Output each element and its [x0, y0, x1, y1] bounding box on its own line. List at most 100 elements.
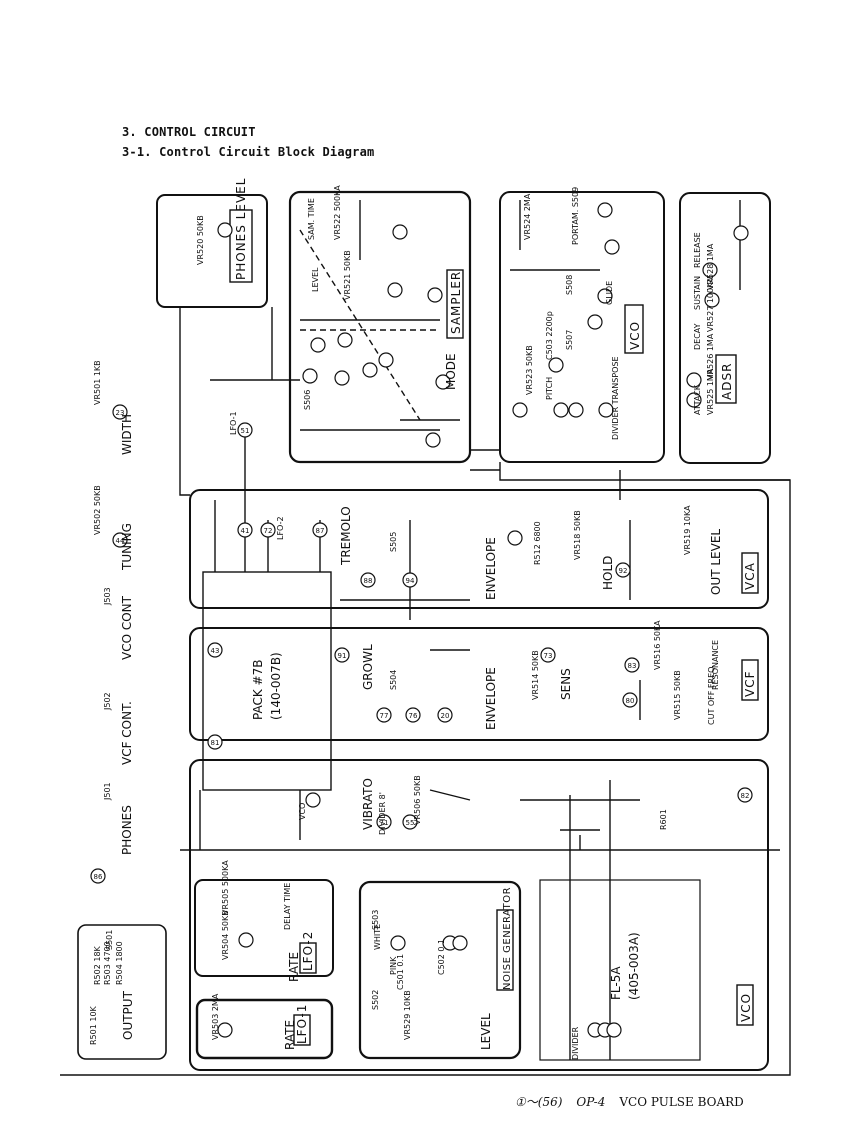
output-box: [77, 924, 167, 1060]
fl5a-block: [539, 879, 701, 1061]
vr525-label: VR525 1MA: [706, 368, 715, 415]
node-label: 94: [406, 577, 415, 585]
lfo1-rate-label: RATE: [283, 1020, 297, 1050]
r503-label: R503 4700: [103, 941, 112, 985]
noise-generator-label: NOISE GENERATOR: [502, 887, 513, 990]
vr520-label: VR520 50KB: [196, 215, 205, 265]
node-label: 81: [211, 739, 220, 747]
fl5a-part-label: (405-003A): [627, 932, 641, 1000]
divider-transpose-label: DIVIDER TRANSPOSE: [611, 356, 620, 440]
c503-label: C503 2200p: [545, 311, 554, 360]
divider8-label: DIVIDER 8': [378, 792, 387, 835]
pitch-label: PITCH: [545, 377, 554, 400]
tremolo-label: TREMOLO: [339, 506, 353, 566]
phones-label: PHONES: [120, 805, 134, 855]
phones-level-label: PHONES LEVEL: [234, 178, 248, 280]
vibrato-label: VIBRATO: [361, 778, 375, 830]
vr519-label: VR519 10KA: [683, 505, 692, 555]
node-range: ①～(56): [515, 1095, 563, 1109]
cutoff-label: CUT OFF FREQ: [707, 667, 716, 725]
vr506-label: VR506 50KB: [413, 775, 422, 825]
mode-label: MODE: [444, 353, 458, 390]
node-label: 73: [544, 652, 553, 660]
white-label: WHITE: [373, 924, 382, 950]
vr502-label: VR502 50KB: [93, 485, 102, 535]
portam-label: PORTAM. S509: [571, 187, 580, 245]
vco-bottom-label: VCO: [739, 993, 753, 1022]
adsr-box: [679, 192, 771, 464]
vr515-label: VR515 50KB: [673, 670, 682, 720]
growl-label: GROWL: [361, 644, 375, 690]
sens-label: SENS: [559, 668, 573, 700]
pink-label: PINK: [389, 956, 398, 975]
j503-label: J503: [103, 587, 112, 606]
j502-label: J502: [103, 692, 112, 711]
sampler-box: [288, 190, 472, 464]
vco-out-label: VCO: [298, 803, 307, 820]
vr527-label: VR527 100KA: [706, 277, 715, 332]
vr514-label: VR514 50KB: [531, 650, 540, 700]
fl5a-label: FL-5A: [609, 966, 623, 1000]
node-label: 44: [116, 537, 125, 545]
sustain-label: SUSTAIN: [693, 276, 702, 310]
s505-label: S505: [389, 532, 398, 552]
sampler-level-label: LEVEL: [311, 267, 320, 292]
release-label: RELEASE: [693, 232, 702, 268]
vr529-label: VR529 10KB: [403, 990, 412, 1040]
pack-label: PACK #7B: [251, 660, 265, 720]
pack-block: [202, 571, 332, 791]
s508-label: S508: [565, 275, 574, 295]
node-label: 76: [409, 712, 418, 720]
node-label: 86: [94, 873, 103, 881]
j501-label: J501: [103, 782, 112, 801]
board-id: OP-4: [576, 1095, 606, 1109]
vr503-label: VR503 2MA: [211, 993, 220, 1040]
s506-label: S506: [303, 390, 312, 410]
lfo2-box: [194, 879, 334, 977]
node-label: 87: [316, 527, 325, 535]
node-label: 51: [241, 427, 250, 435]
envelope-vca-label: ENVELOPE: [484, 537, 498, 600]
s502-label: S502: [371, 990, 380, 1010]
vr501-label: VR501 1KB: [93, 360, 102, 405]
lfo1-out-label: LFO-1: [229, 411, 238, 435]
attack-label: ATTACK: [693, 384, 702, 415]
vr526-label: VR526 1MA: [706, 333, 715, 380]
vr522-label: VR522 500KA: [333, 185, 342, 240]
delay-time-label: DELAY TIME: [283, 883, 292, 930]
section-title: 3. CONTROL CIRCUIT: [122, 125, 256, 139]
lfo2-rate-label: RATE: [287, 952, 301, 982]
diagram-title: 3-1. Control Circuit Block Diagram: [122, 145, 375, 159]
vr518-label: VR518 50KB: [573, 510, 582, 560]
output-label: OUTPUT: [121, 990, 135, 1040]
node-label: 92: [619, 567, 628, 575]
vca-section: [189, 489, 769, 609]
r502-label: R502 18K: [93, 945, 102, 985]
vco-top-box: [499, 191, 665, 463]
node-label: 88: [364, 577, 373, 585]
noise-box: [358, 880, 522, 1060]
vco-top-label: VCO: [628, 321, 642, 350]
vcf-cont-label: VCF CONT.: [120, 701, 134, 765]
node-label: 41: [241, 527, 250, 535]
s501-label: S501: [105, 930, 114, 950]
s504-label: S504: [389, 670, 398, 690]
s503-label: S503: [371, 910, 380, 930]
vr504-label: VR504 50KB: [221, 910, 230, 960]
vco-cont-label: VCO CONT: [120, 595, 134, 660]
vr505-label: VR505 500KA: [221, 860, 230, 915]
adsr-label: ADSR: [720, 363, 734, 400]
node-label: 20: [441, 712, 450, 720]
vca-label: VCA: [743, 562, 757, 590]
glide-label: GLIDE: [605, 281, 614, 305]
out-level-label: OUT LEVEL: [709, 529, 723, 595]
phones-level-box: [156, 194, 268, 308]
vr523-label: VR523 50KB: [525, 345, 534, 395]
vr516-label: VR516 50KA: [653, 620, 662, 670]
vr521-label: VR521 50KB: [343, 250, 352, 300]
pack-part-label: (140-007B): [269, 652, 283, 720]
vr524-label: VR524 2MA: [523, 193, 532, 240]
lfo2-out-label: LFO-2: [276, 516, 285, 540]
s507-label: S507: [565, 330, 574, 350]
